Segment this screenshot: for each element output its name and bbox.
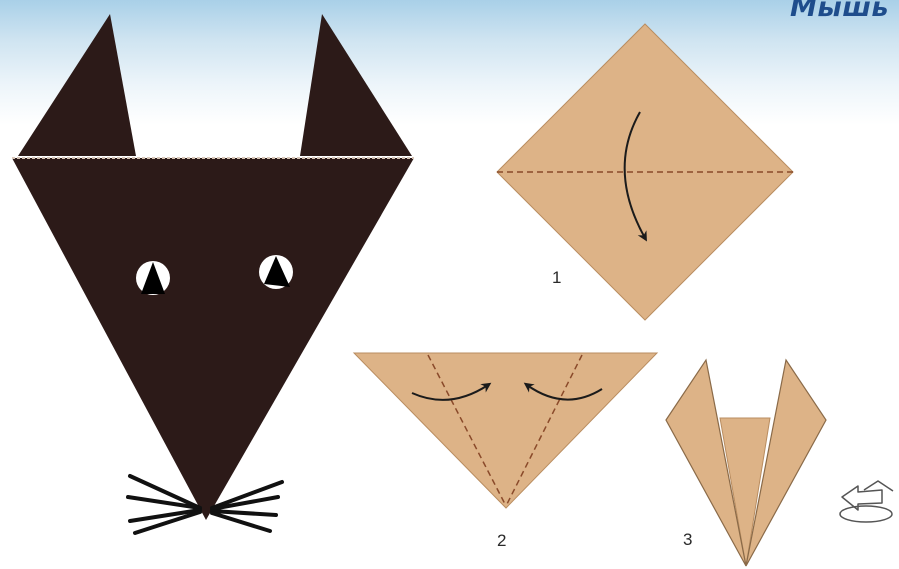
step-1-number: 1 [552,268,561,288]
step-2-diagram [354,353,657,508]
turn-over-icon [840,481,893,522]
step-2-number: 2 [497,531,506,551]
mouse-left-ear [18,14,136,156]
mouse-right-eye [259,255,293,289]
mouse-right-ear [300,14,412,156]
mouse-left-eye [136,261,170,295]
step-3-number: 3 [683,530,692,550]
step-1-diagram [497,24,793,320]
step-2-paper [354,353,657,508]
mouse-head [12,158,414,520]
finished-mouse [12,14,414,533]
